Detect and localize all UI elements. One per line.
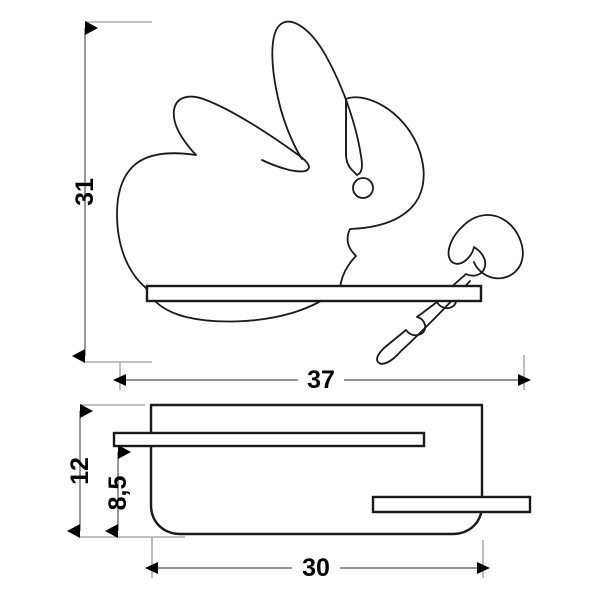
- carrot-leaf: [462, 214, 524, 280]
- rabbit-belly-lower: [145, 287, 341, 323]
- dim-label-31: 31: [71, 178, 99, 206]
- rabbit-eye-icon: [352, 177, 374, 199]
- dim-label-85: 8,5: [104, 476, 132, 511]
- side-upper-shelf-bar: [112, 431, 426, 448]
- side-lower-shelf-bar: [371, 495, 532, 514]
- side-body-outline: [149, 403, 484, 536]
- front-view: [116, 20, 524, 365]
- front-shelf-bar: [145, 284, 483, 303]
- side-view: [112, 403, 532, 536]
- rabbit-silhouette: [116, 96, 425, 289]
- rabbit-ear-folded: [172, 95, 310, 173]
- dim-label-37: 37: [307, 366, 335, 394]
- dimension-annotations: 31 37 12 8,5 30: [66, 21, 531, 582]
- rabbit-ear-upright: [271, 20, 363, 176]
- dim-label-30: 30: [302, 554, 330, 582]
- carrot-shape: [376, 225, 487, 365]
- dim-label-12: 12: [66, 457, 94, 485]
